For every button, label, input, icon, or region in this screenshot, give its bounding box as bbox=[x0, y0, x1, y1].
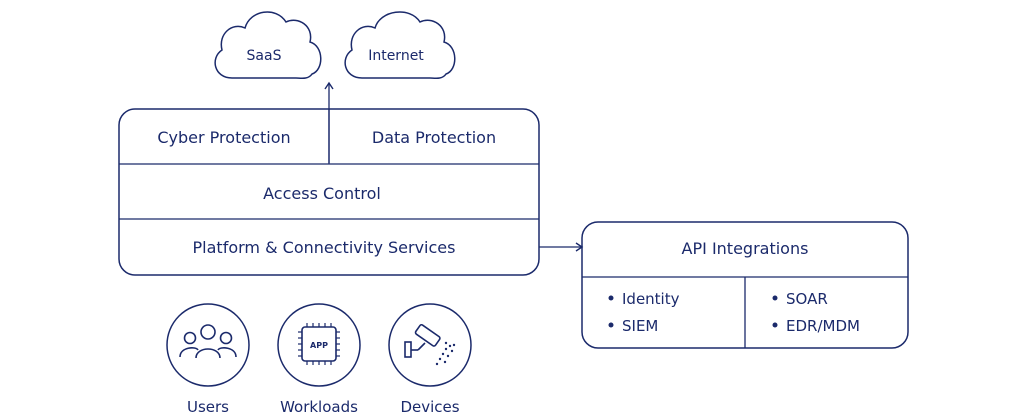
users-label: Users bbox=[187, 398, 229, 414]
api-title: API Integrations bbox=[682, 239, 809, 258]
users-icon bbox=[179, 324, 237, 359]
workloads-endpoint: APP Workloads bbox=[277, 303, 361, 414]
saas-label: SaaS bbox=[247, 48, 282, 64]
bullet-icon bbox=[772, 295, 778, 301]
api-integrations-box: API Integrations Identity SIEM SOAR EDR/… bbox=[581, 221, 909, 349]
bullet-icon bbox=[608, 322, 614, 328]
users-endpoint: Users bbox=[166, 303, 250, 414]
bullet-icon bbox=[608, 295, 614, 301]
security-camera-icon bbox=[404, 324, 456, 366]
workloads-label: Workloads bbox=[280, 398, 358, 414]
data-protection-label: Data Protection bbox=[372, 128, 496, 147]
app-badge: APP bbox=[310, 341, 328, 350]
cyber-protection-label: Cyber Protection bbox=[157, 128, 290, 147]
connectivity-label: Platform & Connectivity Services bbox=[193, 238, 456, 257]
access-control-label: Access Control bbox=[263, 184, 381, 203]
api-item-soar: SOAR bbox=[786, 290, 828, 308]
api-item-siem: SIEM bbox=[622, 317, 658, 335]
api-item-identity: Identity bbox=[622, 290, 680, 308]
saas-cloud: SaaS bbox=[214, 11, 322, 80]
bullet-icon bbox=[772, 322, 778, 328]
internet-cloud: Internet bbox=[344, 11, 456, 80]
internet-label: Internet bbox=[368, 48, 424, 64]
platform-box: Cyber Protection Data Protection Access … bbox=[118, 108, 540, 276]
devices-endpoint: Devices bbox=[388, 303, 472, 414]
devices-label: Devices bbox=[400, 398, 459, 414]
app-chip-icon: APP bbox=[298, 323, 340, 365]
api-item-edr-mdm: EDR/MDM bbox=[786, 317, 860, 335]
